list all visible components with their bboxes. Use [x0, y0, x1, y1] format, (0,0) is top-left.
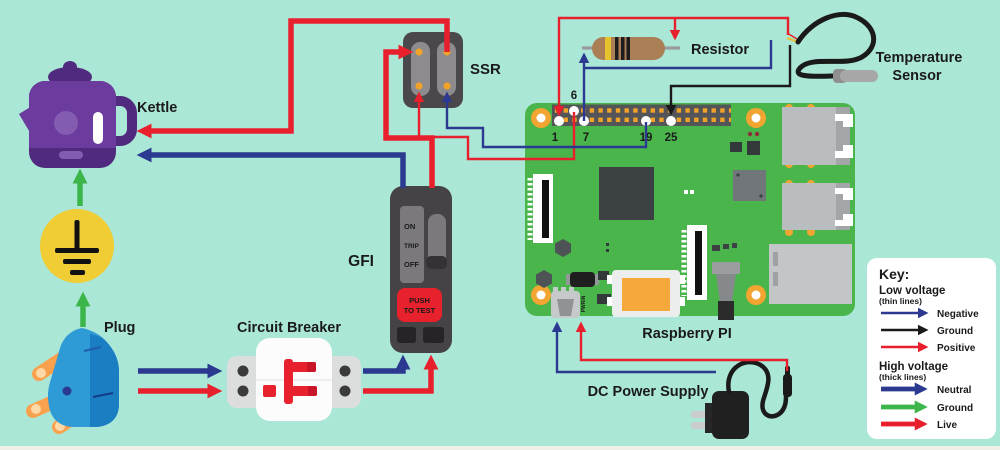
key-thin-arrows [881, 307, 929, 353]
lan-chip [733, 170, 766, 201]
resistor-label: Resistor [691, 42, 749, 58]
wire-live-breaker-to-gfi [363, 354, 439, 394]
dc-power-supply-label: DC Power Supply [588, 384, 709, 400]
key-thick-arrows [881, 382, 928, 431]
plug-icon [26, 328, 119, 434]
gfi-switch-off: OFF [404, 260, 419, 269]
dc-cable [726, 360, 789, 419]
hex-standoffs [536, 239, 571, 288]
gfi-slider-knob [426, 256, 447, 269]
soc-chip [599, 167, 654, 220]
wire-negative-pin19-to-ssr [441, 91, 648, 149]
wire-positive-dc-supply [575, 321, 789, 371]
dc-power-supply-icon [691, 360, 792, 439]
hdmi-port [607, 270, 685, 317]
small-ic-chips [606, 131, 760, 252]
circuit-breaker-icon [227, 338, 361, 421]
wire-negative-dc-supply [551, 321, 716, 374]
plug-label: Plug [104, 320, 135, 336]
micro-usb-power-port [551, 287, 580, 318]
key-label-ground-low: Ground [937, 326, 973, 337]
gpio-header [552, 104, 731, 126]
pin-label-6: 6 [571, 90, 577, 102]
dc-barrel-jack [783, 374, 792, 397]
transistor-2 [597, 294, 611, 304]
bottom-edge-strip [0, 446, 1000, 450]
wire-negative-sensor-segment [584, 40, 773, 70]
low-voltage-wires [413, 16, 792, 374]
transistor-1 [598, 271, 609, 280]
wire-neutral-breaker-to-gfi [363, 354, 411, 374]
breaker-switch-glyph [263, 359, 317, 404]
av-jack [712, 262, 740, 320]
sensor-cable [795, 11, 876, 79]
gfi-switch-trip: TRIP [404, 243, 419, 250]
key-title: Key: [879, 266, 909, 282]
wire-live-gfi-to-ssr [383, 44, 435, 188]
usb-port-bottom [782, 183, 853, 230]
kettle-spout [19, 106, 32, 136]
gfi-test-button [397, 288, 442, 322]
sensor-probe [840, 70, 878, 82]
usb-port-top [782, 107, 853, 165]
raspberry-pi-board: PWRIN 1 6 7 19 25 [525, 90, 855, 320]
ssr-label: SSR [470, 61, 501, 78]
key-label-positive: Positive [937, 343, 976, 354]
power-port-label: PWRIN [581, 295, 587, 312]
key-high-voltage-subheading: (thick lines) [879, 372, 926, 382]
pin-label-7: 7 [583, 132, 589, 144]
resistor-icon [582, 37, 680, 60]
ethernet-port [769, 244, 852, 304]
wire-neutral-gfi-to-kettle [136, 147, 406, 188]
kettle-gauge [93, 112, 103, 144]
gpio-pin-dots [554, 106, 676, 126]
high-voltage-wires [72, 18, 450, 399]
key-label-neutral: Neutral [937, 385, 972, 396]
gfi-slider-track [428, 214, 446, 268]
key-label-live: Live [937, 420, 957, 431]
key-legend: Key: Low voltage (thin lines) Negative G… [867, 258, 996, 439]
key-high-voltage-heading: High voltage [879, 361, 948, 373]
inductor-cap [566, 272, 599, 287]
gfi-label: GFI [348, 253, 374, 270]
temperature-sensor-icon [786, 11, 878, 83]
raspberry-pi-label: Raspberry PI [642, 326, 731, 342]
key-label-ground-high: Ground [937, 403, 973, 414]
pin-label-1: 1 [552, 132, 559, 144]
wire-positive-pin6-to-ssr [413, 91, 576, 161]
kettle-label: Kettle [137, 100, 177, 116]
gfi-button-line1: PUSH [409, 296, 430, 305]
dsi-connector [527, 174, 553, 243]
wire-ground-sensor-to-pin25 [665, 45, 792, 116]
gfi-icon: ON TRIP OFF PUSH TO TEST [390, 186, 452, 353]
key-low-voltage-subheading: (thin lines) [879, 296, 922, 306]
pin-label-25: 25 [665, 132, 678, 144]
temperature-sensor-label-line2: Sensor [892, 68, 942, 84]
ssr-icon [403, 32, 463, 108]
key-low-voltage-heading: Low voltage [879, 285, 945, 297]
gfi-switch-on: ON [404, 222, 415, 231]
camera-connector [681, 225, 707, 300]
kettle-icon [19, 61, 137, 168]
gfi-button-line2: TO TEST [404, 306, 436, 315]
mounting-holes [531, 108, 766, 305]
wire-positive-sensor-to-pin1 [553, 16, 790, 117]
wire-live-ssr-to-kettle [136, 18, 450, 139]
ground-symbol [40, 209, 114, 283]
key-label-negative: Negative [937, 309, 979, 320]
circuit-breaker-label: Circuit Breaker [237, 320, 341, 336]
temperature-sensor-label-line1: Temperature [876, 50, 963, 66]
